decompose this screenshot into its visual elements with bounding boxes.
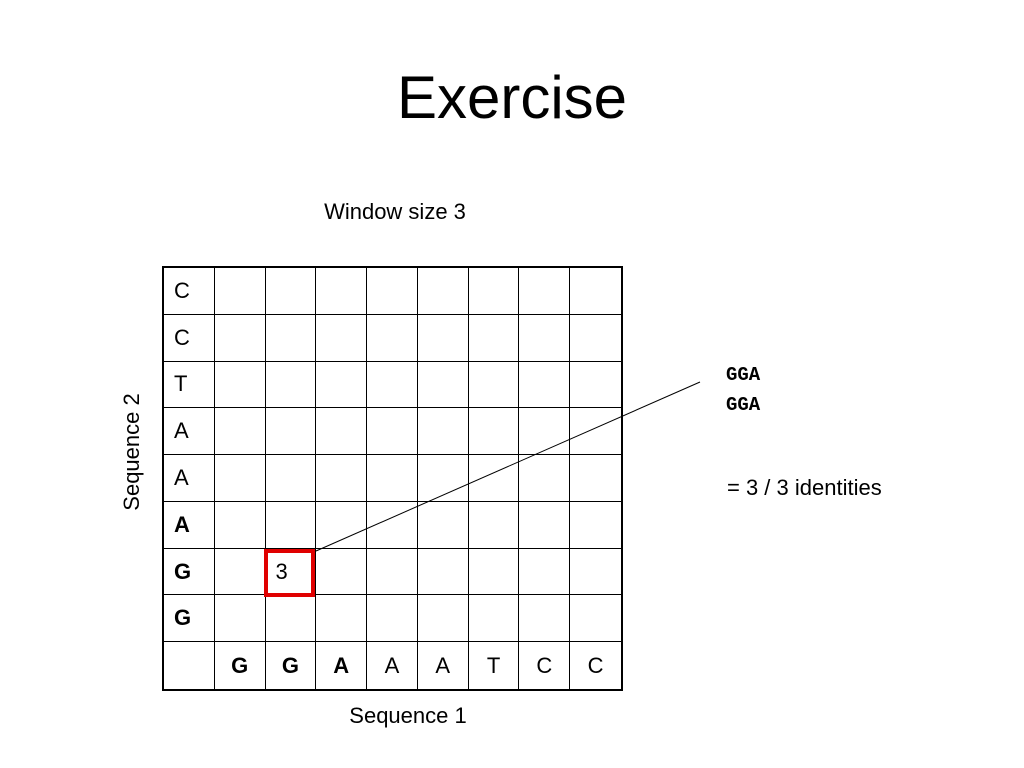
matrix-cell: [367, 408, 418, 456]
matrix-cell: [468, 595, 520, 643]
matrix-cell: [570, 408, 621, 456]
matrix-cell: [367, 455, 418, 502]
matrix-cell: [519, 361, 571, 409]
matrix-cell: [367, 268, 418, 315]
matrix-cell: [468, 314, 520, 362]
matrix-cell: [265, 501, 317, 549]
sequence-1-base-label: C: [587, 652, 604, 678]
matrix-cell: [265, 595, 317, 643]
matrix-cell: [214, 595, 266, 643]
matrix-cell: [519, 455, 571, 502]
sequence-2-base-label: T: [164, 361, 215, 409]
matrix-cell: [468, 361, 520, 409]
matrix-cell: [316, 501, 368, 549]
sequence-1-base-label: G: [266, 642, 317, 689]
matrix-cell: [519, 501, 571, 549]
matrix-cell: [570, 549, 621, 596]
sequence-2-base-label: C: [164, 268, 215, 315]
matrix-cell: [519, 548, 571, 596]
matrix-cell: [468, 268, 520, 315]
matrix-cell: [164, 642, 215, 689]
matrix-cell: [316, 408, 368, 456]
matrix-cell: [570, 315, 621, 362]
sequence-1-base-label: A: [418, 642, 469, 689]
matrix-cell: [417, 548, 469, 596]
matrix-cell: [570, 362, 621, 409]
matrix-cell: [468, 408, 520, 456]
sequence-1-base-label: A: [367, 642, 418, 689]
matrix-cell: [316, 268, 368, 315]
matrix-cell: [417, 361, 469, 409]
matrix-cell: [316, 548, 368, 596]
matrix-cell: [417, 501, 469, 549]
window-size-label: Window size 3: [324, 199, 466, 224]
matrix-cell: [214, 548, 266, 596]
sequence-2-base-label: A: [164, 501, 215, 549]
matrix-cell: [214, 268, 266, 315]
matrix-cell: [367, 548, 418, 596]
matrix-cell: [367, 595, 418, 643]
identities-result: = 3 / 3 identities: [727, 475, 882, 500]
sequence-2-base-label: A: [164, 455, 215, 502]
matrix-cell: [570, 595, 621, 643]
window-seq2-text: GGA: [726, 394, 761, 416]
matrix-cell: [417, 595, 469, 643]
sequence-2-base-label: G: [164, 548, 215, 596]
sequence-1-axis-label: Sequence 1: [349, 703, 467, 728]
matrix-cell: [265, 361, 317, 409]
matrix-cell: [519, 408, 571, 456]
matrix-cell: [316, 361, 368, 409]
matrix-cell: [367, 501, 418, 549]
matrix-cell: [265, 268, 317, 315]
score-cell: 3: [265, 548, 317, 596]
matrix-cell: [570, 455, 621, 502]
matrix-cell: [417, 314, 469, 362]
matrix-cell: [367, 361, 418, 409]
matrix-cell: [316, 595, 368, 643]
sequence-2-base-label: A: [164, 408, 215, 456]
window-seq1-text: GGA: [726, 364, 761, 386]
matrix-cell: [519, 314, 571, 362]
sequence-1-base-label: G: [215, 642, 266, 689]
sequence-2-base-label: G: [164, 595, 215, 643]
sequence-2-base-label: C: [164, 314, 215, 362]
matrix-cell: [265, 408, 317, 456]
matrix-cell: [417, 268, 469, 315]
matrix-cell: [570, 268, 621, 315]
matrix-cell: [316, 314, 368, 362]
sequence-2-axis-label: Sequence 2: [119, 393, 144, 511]
matrix-cell: [468, 455, 520, 502]
sequence-1-base-label: C: [519, 642, 571, 689]
matrix-cell: [214, 314, 266, 362]
matrix-cell: [417, 408, 469, 456]
matrix-cell: [570, 502, 621, 549]
matrix-cell: [468, 501, 520, 549]
matrix-cell: [265, 314, 317, 362]
matrix-cell: [265, 455, 317, 502]
matrix-cell: [214, 501, 266, 549]
matrix-cell: [417, 455, 469, 502]
matrix-cell: [519, 595, 571, 643]
sequence-1-base-label: A: [316, 642, 368, 689]
sequence-1-base-label: T: [469, 642, 520, 689]
matrix-cell: [214, 455, 266, 502]
matrix-cell: [316, 455, 368, 502]
slide-title: Exercise: [396, 64, 628, 131]
matrix-cell: [519, 268, 571, 315]
matrix-cell: [214, 361, 266, 409]
matrix-cell: [367, 314, 418, 362]
matrix-cell: [468, 548, 520, 596]
matrix-cell: [214, 408, 266, 456]
